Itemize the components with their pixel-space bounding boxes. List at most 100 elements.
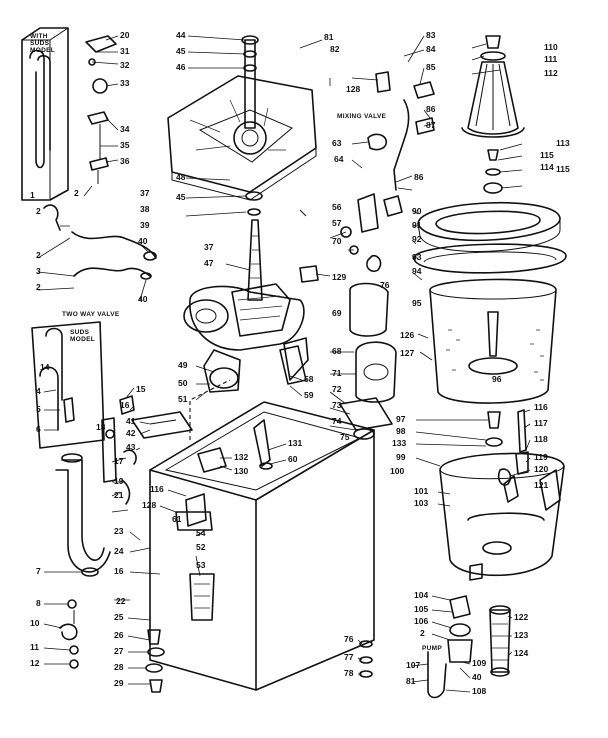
callout-68: 68	[332, 346, 342, 356]
callout-4: 4	[36, 386, 41, 396]
agitator	[461, 35, 525, 194]
callout-73: 73	[332, 400, 342, 410]
callout-122: 122	[514, 612, 528, 622]
callout-49: 49	[178, 360, 188, 370]
callout-1a: 1	[30, 190, 35, 200]
callout-115b: 115	[556, 164, 570, 174]
callout-76b: 76	[344, 634, 354, 644]
transmission-assembly	[183, 219, 309, 393]
callout-97: 97	[396, 414, 406, 424]
callout-51: 51	[178, 394, 188, 404]
callout-43: 43	[126, 442, 136, 452]
callout-93: 93	[412, 252, 422, 262]
callout-133: 133	[392, 438, 406, 448]
callout-77: 77	[344, 652, 354, 662]
callout-106: 106	[414, 616, 428, 626]
callout-23: 23	[114, 526, 124, 536]
callout-69: 69	[332, 308, 342, 318]
callout-104: 104	[414, 590, 428, 600]
callout-90: 90	[412, 206, 422, 216]
callout-81: 81	[324, 32, 334, 42]
callout-121: 121	[534, 480, 548, 490]
callout-38: 38	[140, 204, 150, 214]
transmission-mount-plate	[167, 35, 317, 216]
callout-45: 45	[176, 46, 186, 56]
callout-85a: 85	[426, 62, 436, 72]
callout-26: 26	[114, 630, 124, 640]
callout-105: 105	[414, 604, 428, 614]
inlet-hoses: TWO WAY VALVE	[43, 204, 157, 318]
callout-50: 50	[178, 378, 188, 388]
callout-41: 41	[126, 416, 136, 426]
callout-27: 27	[114, 646, 124, 656]
callout-91: 91	[412, 220, 422, 230]
callout-16b: 16	[114, 566, 124, 576]
callout-12: 12	[30, 658, 40, 668]
callout-128b: 128	[142, 500, 156, 510]
callout-37b: 37	[204, 242, 214, 252]
tub-ring-and-cover	[413, 201, 567, 274]
callout-103: 103	[414, 498, 428, 508]
callout-111: 111	[544, 54, 558, 64]
callout-131: 131	[288, 438, 302, 448]
with-suds-model-label-l2: SUDS	[30, 40, 50, 47]
callout-110: 110	[544, 42, 558, 52]
callout-2d: 2	[36, 282, 41, 292]
callout-53: 53	[196, 560, 206, 570]
callout-31: 31	[120, 46, 130, 56]
callout-58: 58	[304, 374, 314, 384]
callout-83a: 83	[426, 30, 436, 40]
callout-109: 109	[472, 658, 486, 668]
leveling-legs	[145, 629, 373, 693]
callout-6: 6	[36, 424, 41, 434]
callout-92: 92	[412, 234, 422, 244]
callout-40a: 40	[138, 236, 148, 246]
callout-84a: 84	[426, 44, 436, 54]
callout-124: 124	[514, 648, 528, 658]
callout-10: 10	[30, 618, 40, 628]
callout-36: 36	[120, 156, 130, 166]
callout-120: 120	[534, 464, 548, 474]
callout-35: 35	[120, 140, 130, 150]
callout-114: 114	[540, 162, 554, 172]
callout-52: 52	[196, 542, 206, 552]
callout-25: 25	[114, 612, 124, 622]
callout-42: 42	[126, 428, 136, 438]
callout-40b: 40	[138, 294, 148, 304]
callout-130: 130	[234, 466, 248, 476]
suds-model-label-l1: SUDS	[70, 329, 90, 336]
callout-24: 24	[114, 546, 124, 556]
callout-57: 57	[332, 218, 342, 228]
callout-labels: 20 31 32 33 34 35 36 37 38 39 37 44 45 4…	[30, 30, 570, 696]
callout-87a: 87	[426, 120, 436, 130]
callout-108: 108	[472, 686, 486, 696]
callout-28: 28	[114, 662, 124, 672]
callout-33: 33	[120, 78, 130, 88]
suds-model-label-l2: MODEL	[70, 336, 95, 343]
drain-standpipe	[55, 417, 131, 577]
callout-129: 129	[332, 272, 346, 282]
pump-label: PUMP	[422, 645, 442, 652]
callout-2a: 2	[74, 188, 79, 198]
callout-100: 100	[390, 466, 404, 476]
suds-model-hose-box-top: WITH SUDS MODEL	[21, 27, 69, 201]
callout-127: 127	[400, 348, 414, 358]
callout-61: 61	[172, 514, 182, 524]
callout-95: 95	[412, 298, 422, 308]
callout-74: 74	[332, 416, 342, 426]
callout-116: 116	[150, 484, 164, 494]
callout-59: 59	[304, 390, 314, 400]
callout-14: 14	[40, 362, 50, 372]
callout-99: 99	[396, 452, 406, 462]
callout-45b: 45	[176, 192, 186, 202]
callout-34: 34	[120, 124, 130, 134]
callout-60: 60	[288, 454, 298, 464]
callout-101: 101	[414, 486, 428, 496]
callout-126: 126	[400, 330, 414, 340]
callout-113: 113	[556, 138, 570, 148]
callout-2b: 2	[36, 206, 41, 216]
callout-128a: 128	[346, 84, 360, 94]
callout-82: 82	[330, 44, 340, 54]
callout-115a: 115	[540, 150, 554, 160]
callout-63: 63	[332, 138, 342, 148]
